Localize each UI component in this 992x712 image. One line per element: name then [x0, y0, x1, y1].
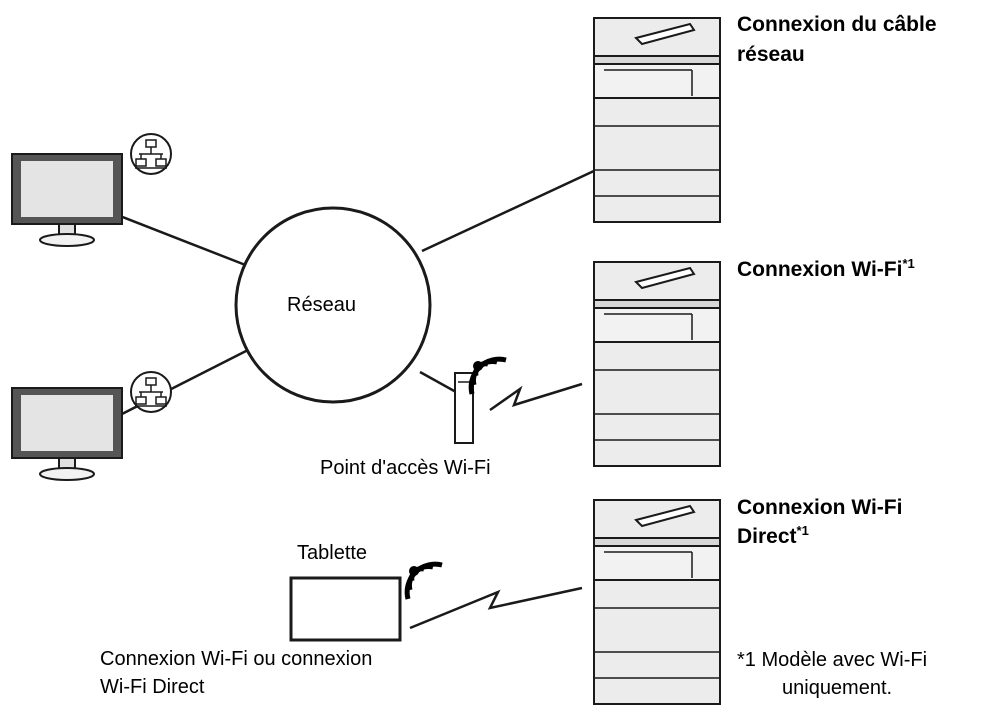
tablet-icon [289, 576, 402, 642]
access-point-label: Point d'accès Wi-Fi [320, 457, 491, 479]
computer-icon [11, 153, 123, 247]
wifi-direct-title-line2: Direct*1 [737, 524, 809, 550]
tablet-connection-label-line1: Connexion Wi-Fi ou connexion [100, 648, 373, 670]
wifi-link-zigzag [489, 382, 583, 412]
network-circle [234, 206, 432, 404]
wifi-direct-title-line1: Connexion Wi-Fi [737, 496, 903, 519]
tablet-connection-label-line2: Wi-Fi Direct [100, 676, 205, 698]
footnote-line1: *1 Modèle avec Wi-Fi [737, 649, 928, 671]
computer-icon [11, 387, 123, 481]
network-icon [130, 371, 172, 413]
computer1-network-line [119, 214, 249, 268]
wifi-connection-title-text: Connexion Wi-Fi [737, 258, 903, 281]
wifi-icon [407, 564, 442, 599]
wifi-direct-title-text: Direct [737, 525, 797, 548]
wifi-connection-title: Connexion Wi-Fi*1 [737, 257, 915, 283]
printer-icon [593, 499, 721, 705]
network-printer1-line [421, 168, 597, 253]
printer-icon [593, 17, 721, 223]
access-point-icon [454, 372, 474, 444]
wifi-direct-link-zigzag [409, 586, 583, 630]
network-icon [130, 133, 172, 175]
wifi-direct-footnote-marker: *1 [796, 523, 809, 538]
footnote-line2: uniquement. [782, 677, 893, 699]
network-accesspoint-line [419, 370, 457, 394]
network-label: Réseau [287, 294, 356, 316]
cable-connection-title-line2: réseau [737, 43, 805, 66]
cable-connection-title-line1: Connexion du câble [737, 13, 937, 36]
wifi-connection-footnote-marker: *1 [902, 256, 915, 271]
wifi-icon [471, 359, 506, 394]
tablet-label: Tablette [297, 542, 368, 564]
printer-icon [593, 261, 721, 467]
